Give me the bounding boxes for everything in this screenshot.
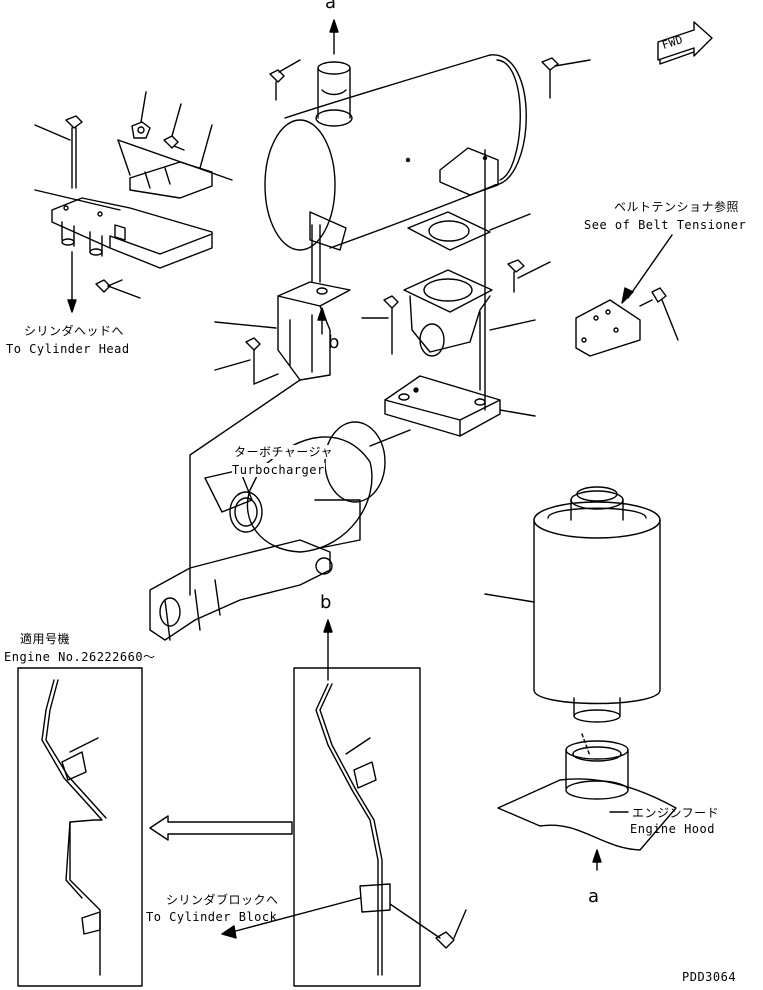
gasket bbox=[408, 212, 530, 250]
callout-arrow-a-top bbox=[330, 20, 338, 54]
detail-box-left bbox=[18, 668, 142, 986]
belt-tensioner-bracket bbox=[576, 300, 640, 356]
bolt-tensioner bbox=[640, 288, 678, 340]
engine-hood-adapter bbox=[498, 734, 676, 850]
callout-letter-a-bottom: a bbox=[588, 886, 600, 907]
left-bracket bbox=[35, 190, 212, 268]
turbocharger bbox=[205, 422, 410, 552]
label-turbocharger-en: Turbocharger bbox=[232, 463, 325, 477]
callout-arrow-belt-tensioner bbox=[622, 235, 672, 303]
bolt-elbow-left bbox=[362, 296, 398, 354]
upper-small-bracket bbox=[118, 140, 232, 198]
adapter-plate bbox=[385, 376, 535, 436]
label-belt-tensioner-jp: ベルトテンショナ参照 bbox=[614, 200, 740, 214]
small-bolt-upper bbox=[164, 104, 184, 150]
long-bolt bbox=[35, 116, 82, 188]
label-cylinder-block-jp: シリンダブロックへ bbox=[166, 893, 279, 907]
pipe-right bbox=[316, 684, 390, 975]
callout-arrow-cylinder-head bbox=[68, 252, 76, 312]
hollow-arrow-left-icon bbox=[150, 816, 292, 840]
fwd-arrow-icon bbox=[658, 22, 712, 64]
small-bolt-lower bbox=[96, 280, 140, 298]
muffler bbox=[265, 55, 526, 250]
label-engine-no: Engine No.26222660～ bbox=[4, 650, 156, 664]
callout-arrow-cylinder-block bbox=[222, 898, 360, 938]
callout-arrow-b-box bbox=[324, 620, 332, 680]
bolt-bracket-left bbox=[215, 338, 278, 384]
exhaust-elbow bbox=[404, 270, 535, 356]
drawing-code: PDD3064 bbox=[682, 970, 737, 984]
nut bbox=[132, 92, 150, 138]
exhaust-manifold bbox=[150, 380, 332, 640]
detail-box-right bbox=[294, 668, 420, 986]
pipe-left bbox=[42, 680, 106, 975]
label-applicable-jp: 適用号機 bbox=[20, 632, 71, 646]
label-cylinder-head-en: To Cylinder Head bbox=[6, 342, 130, 356]
label-belt-tensioner-en: See of Belt Tensioner bbox=[584, 218, 747, 232]
callout-letter-b-mid: b bbox=[328, 332, 340, 353]
label-cylinder-block-en: To Cylinder Block bbox=[146, 910, 278, 924]
callout-letter-b-box: b bbox=[320, 592, 332, 613]
callout-arrow-a-bottom bbox=[593, 850, 601, 870]
bolt-elbow-right bbox=[508, 260, 550, 292]
callout-letter-a-top: a bbox=[325, 0, 337, 13]
bolt-muffler-right bbox=[542, 58, 590, 98]
label-engine-hood-en: Engine Hood bbox=[630, 822, 715, 836]
air-cleaner bbox=[485, 487, 660, 722]
muffler-support-bracket bbox=[215, 225, 350, 380]
bolt-muffler-left bbox=[270, 60, 300, 100]
label-engine-hood-jp: エンジンフード bbox=[632, 806, 720, 820]
label-cylinder-head-jp: シリンダヘッドへ bbox=[24, 324, 125, 338]
bolt-pipe-clamp bbox=[390, 904, 466, 948]
callout-arrow-b-mid bbox=[318, 308, 326, 334]
bracket-leader-upper bbox=[200, 125, 212, 168]
label-turbocharger-jp: ターボチャージャ bbox=[234, 445, 334, 459]
